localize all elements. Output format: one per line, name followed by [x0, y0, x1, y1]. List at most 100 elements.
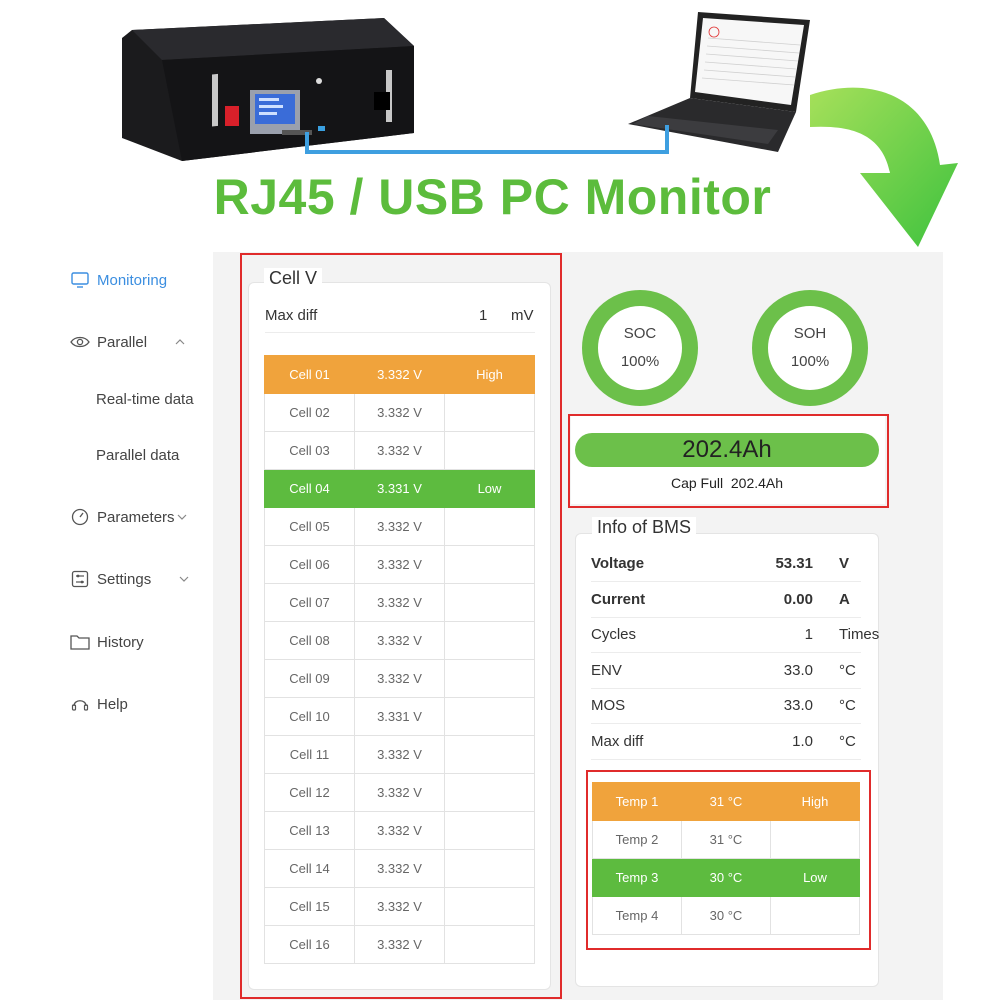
soc-value: 100%: [620, 353, 660, 370]
bms-info-value: 53.31: [775, 555, 813, 572]
cell-flag: [444, 621, 535, 660]
cell-flag: [444, 507, 535, 546]
cell-name: Cell 01: [264, 355, 355, 394]
cell-flag: [444, 659, 535, 698]
headset-icon: [70, 694, 90, 714]
bms-info-unit: Times: [839, 626, 880, 643]
sidebar-item-parameters[interactable]: Parameters: [70, 507, 187, 527]
soc-ring: SOC 100%: [582, 290, 698, 406]
chevron-up-icon: [175, 339, 185, 345]
soh-label: SOH: [793, 325, 827, 342]
temp-value: 30 °C: [681, 896, 771, 935]
cap-full-label: Cap Full: [670, 475, 724, 491]
bms-info-label: Cycles: [591, 626, 637, 643]
bms-info-unit: °C: [839, 697, 856, 714]
sidebar-subitem-parallel-data[interactable]: Parallel data: [96, 447, 180, 464]
cell-panel-title: Cell V: [264, 268, 323, 289]
max-diff-label: Max diff: [265, 307, 318, 324]
sidebar-item-history[interactable]: History: [70, 632, 144, 652]
cell-voltage: 3.331 V: [354, 469, 445, 508]
bms-info-value: 1: [804, 626, 813, 643]
temp-name: Temp 2: [592, 820, 682, 859]
cell-voltage: 3.332 V: [354, 545, 445, 584]
sidebar-item-monitoring[interactable]: Monitoring: [70, 270, 167, 290]
sidebar-item-settings[interactable]: Settings: [70, 569, 189, 589]
bms-info-label: Voltage: [591, 555, 645, 572]
sidebar-subitem-real-time-data[interactable]: Real-time data: [96, 391, 194, 408]
soc-label: SOC: [623, 325, 657, 342]
laptop-image: [628, 12, 810, 152]
cell-voltage: 3.332 V: [354, 773, 445, 812]
max-diff-unit: mV: [511, 307, 534, 324]
temp-value: 31 °C: [681, 820, 771, 859]
cell-flag: [444, 811, 535, 850]
cell-flag: [444, 925, 535, 964]
bms-info-unit: °C: [839, 661, 856, 679]
bms-info-unit: A: [839, 590, 850, 608]
cell-name: Cell 12: [264, 773, 355, 812]
cell-voltage: 3.331 V: [354, 697, 445, 736]
cell-voltage: 3.332 V: [354, 583, 445, 622]
bms-info-title: Info of BMS: [592, 517, 697, 538]
temp-flag: [770, 820, 860, 859]
cell-voltage: 3.332 V: [354, 925, 445, 964]
cell-voltage: 3.332 V: [354, 621, 445, 660]
sidebar: [0, 252, 212, 1000]
cell-name: Cell 09: [264, 659, 355, 698]
bms-info-value: 0.00: [783, 590, 813, 608]
sidebar-item-parallel[interactable]: Parallel: [70, 332, 185, 352]
cap-full-value: 202.4Ah: [730, 475, 784, 491]
temp-value: 30 °C: [681, 858, 771, 897]
sliders-icon: [70, 569, 90, 589]
sidebar-item-label: History: [97, 633, 144, 651]
bms-info-label: Max diff: [591, 732, 644, 750]
cell-name: Cell 05: [264, 507, 355, 546]
cell-name: Cell 10: [264, 697, 355, 736]
battery-product-image: [122, 18, 414, 161]
cell-name: Cell 08: [264, 621, 355, 660]
cell-flag: [444, 887, 535, 926]
temp-flag: [770, 896, 860, 935]
cell-max-diff-row: Max diff 1 mV: [265, 302, 535, 333]
cell-voltage: 3.332 V: [354, 355, 445, 394]
chevron-down-icon: [179, 576, 189, 582]
sidebar-item-help[interactable]: Help: [70, 694, 128, 714]
folder-icon: [70, 632, 90, 652]
cell-flag: [444, 735, 535, 774]
cell-voltage: 3.332 V: [354, 507, 445, 546]
banner-title: RJ45 / USB PC Monitor: [213, 169, 772, 225]
cell-name: Cell 13: [264, 811, 355, 850]
sidebar-item-label: Help: [97, 695, 128, 713]
soh-ring: SOH 100%: [752, 290, 868, 406]
cell-name: Cell 11: [264, 735, 355, 774]
cell-name: Cell 02: [264, 393, 355, 432]
cell-name: Cell 16: [264, 925, 355, 964]
sidebar-item-label: Monitoring: [97, 271, 168, 289]
cell-voltage: 3.332 V: [354, 887, 445, 926]
bms-info-value: 33.0: [783, 697, 813, 714]
monitor-icon: [70, 270, 90, 290]
bms-info-value: 1.0: [792, 732, 813, 750]
temp-name: Temp 4: [592, 896, 682, 935]
curved-arrow-icon: [810, 87, 958, 247]
sidebar-item-label: Parameters: [97, 508, 175, 526]
